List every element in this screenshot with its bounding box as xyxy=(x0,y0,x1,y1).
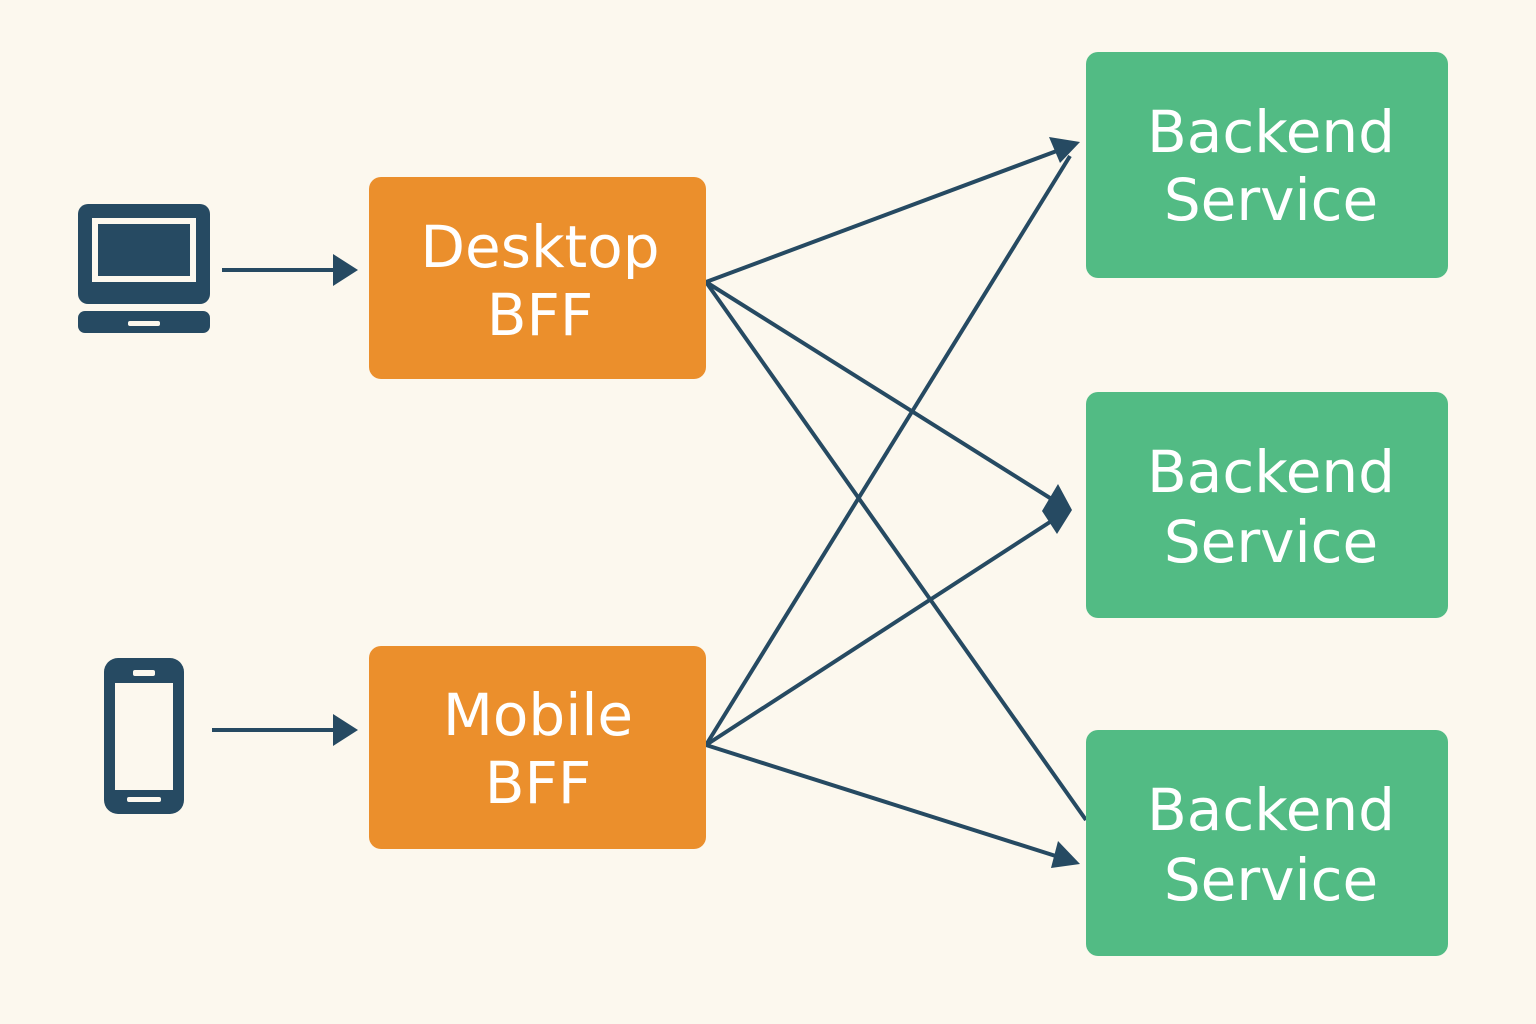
laptop-icon xyxy=(78,204,210,333)
arrowhead xyxy=(333,254,358,286)
service-3-label-line1: Backend xyxy=(1147,776,1395,844)
edge-mobile-bff-to-service-2 xyxy=(704,520,1052,747)
arrowhead xyxy=(1051,841,1080,868)
arrowhead xyxy=(333,714,358,746)
backend-service-node-1: Backend Service xyxy=(1086,52,1448,278)
arrowhead xyxy=(1049,137,1080,163)
arrowhead xyxy=(1042,484,1072,534)
edge-desktop-bff-to-service-1 xyxy=(705,147,1063,284)
edge-desktop-bff-to-service-3 xyxy=(704,280,1088,822)
service-2-label-line1: Backend xyxy=(1147,438,1395,506)
service-3-label-line2: Service xyxy=(1164,846,1378,914)
desktop-bff-node: Desktop BFF xyxy=(369,177,706,379)
edge-desktop-bff-to-service-2 xyxy=(704,280,1052,500)
edge-mobile-bff-to-service-1 xyxy=(704,154,1072,747)
connections xyxy=(212,137,1088,868)
edge-mobile-bff-to-service-3 xyxy=(705,743,1063,860)
backend-service-node-3: Backend Service xyxy=(1086,730,1448,956)
service-2-label-line2: Service xyxy=(1164,508,1378,576)
service-1-label-line2: Service xyxy=(1164,166,1378,234)
desktop-bff-label-line1: Desktop xyxy=(420,213,659,281)
mobile-bff-node: Mobile BFF xyxy=(369,646,706,849)
service-1-label-line1: Backend xyxy=(1147,98,1395,166)
desktop-bff-label-line2: BFF xyxy=(487,281,594,349)
backend-service-node-2: Backend Service xyxy=(1086,392,1448,618)
mobile-bff-label-line2: BFF xyxy=(485,749,592,817)
mobile-phone-icon xyxy=(104,658,184,814)
mobile-bff-label-line1: Mobile xyxy=(443,681,633,749)
